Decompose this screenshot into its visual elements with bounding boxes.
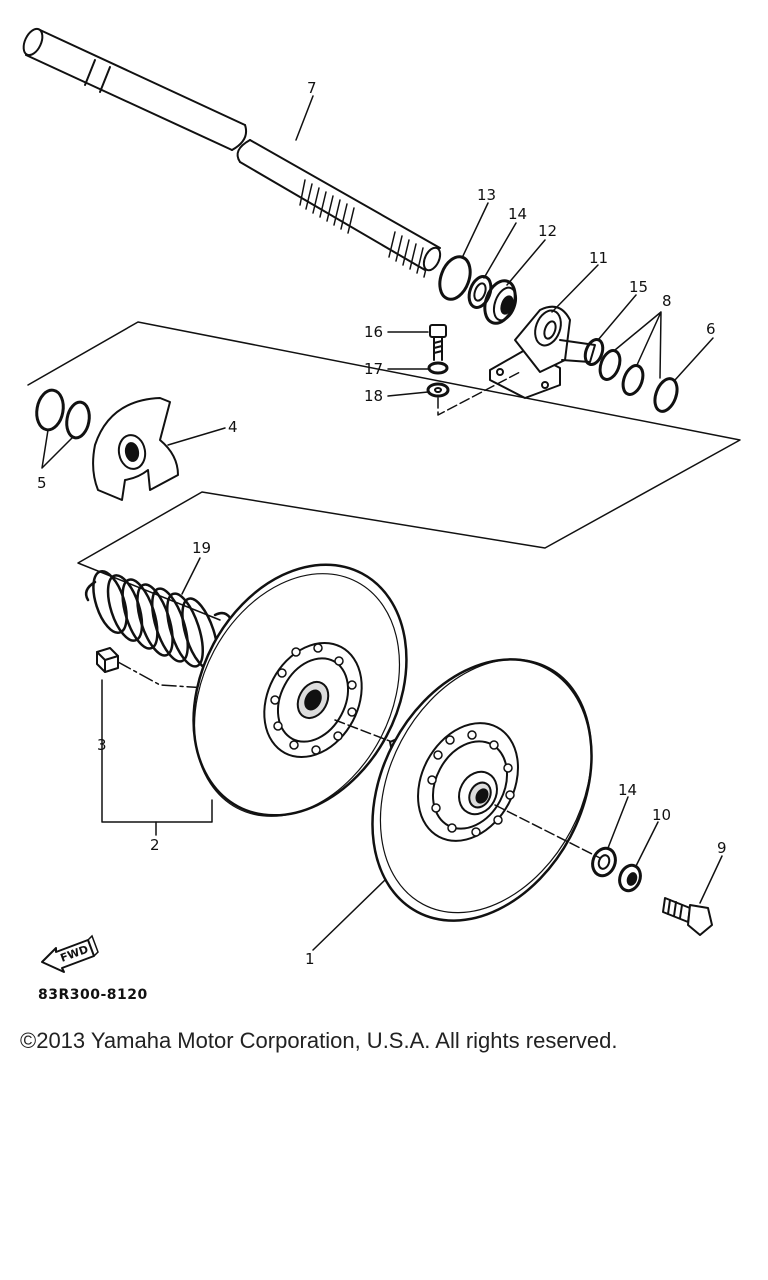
fwd-arrow-icon: FWD (41, 934, 99, 973)
spring-part-19 (84, 570, 232, 671)
circlip-part-6 (653, 377, 679, 413)
callout-11: 11 (589, 249, 608, 267)
callout-4: 4 (228, 418, 238, 436)
bearing-part-12 (483, 279, 518, 325)
callout-12: 12 (538, 222, 557, 240)
callout-17: 17 (364, 360, 383, 378)
callout-1: 1 (305, 950, 315, 968)
rear-sheave-disc (192, 563, 408, 817)
callout-10: 10 (652, 806, 671, 824)
callout-13: 13 (477, 186, 496, 204)
shaft-part-7 (22, 27, 442, 278)
seals-part-5 (35, 388, 91, 440)
callout-18: 18 (364, 387, 383, 405)
washer-part-14-upper (467, 275, 493, 309)
callout-19: 19 (192, 539, 211, 557)
cam-part-4 (92, 397, 179, 501)
bolt-part-16 (429, 324, 447, 361)
lock-washer-part-17 (427, 361, 449, 375)
bolt-part-9 (662, 897, 713, 936)
callout-14-lower: 14 (618, 781, 637, 799)
callout-5: 5 (37, 474, 47, 492)
exploded-parts-diagram: 7 13 14 12 11 15 8 6 16 17 18 4 5 19 3 2… (22, 27, 741, 973)
bearing-holder-part-11 (489, 305, 596, 399)
callout-6: 6 (706, 320, 716, 338)
callout-2: 2 (150, 836, 160, 854)
callout-14-upper: 14 (508, 205, 527, 223)
assembly-bracket-part-2 (101, 679, 213, 836)
washer-part-14-lower (591, 846, 617, 878)
callout-9: 9 (717, 839, 727, 857)
diagram-reference-code: 83R300-8120 (38, 987, 148, 1003)
callout-7: 7 (307, 79, 317, 97)
callout-15: 15 (629, 278, 648, 296)
callout-8: 8 (662, 292, 672, 310)
shims-part-8 (598, 349, 645, 396)
washer-part-18 (426, 382, 450, 398)
leader-lines (41, 95, 723, 951)
callout-3: 3 (97, 736, 107, 754)
washer-part-10 (618, 863, 642, 893)
front-sheave-disc-part-1 (371, 658, 601, 922)
callout-16: 16 (364, 323, 383, 341)
copyright-notice: ©2013 Yamaha Motor Corporation, U.S.A. A… (20, 1028, 618, 1053)
